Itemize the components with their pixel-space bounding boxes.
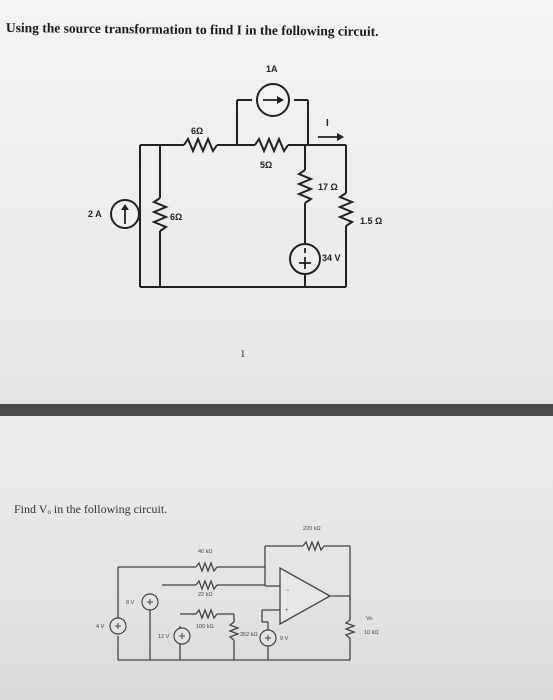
label-2a: 2 A — [88, 209, 102, 219]
label-100k: 100 kΩ — [196, 624, 214, 630]
label-220k: 220 kΩ — [303, 526, 321, 532]
problem2-heading: Find Vₒ in the following circuit. — [14, 502, 168, 516]
page-divider — [0, 404, 553, 416]
label-9v: 9 V — [280, 636, 289, 642]
svg-text:−: − — [286, 588, 290, 594]
label-1-5ohm: 1.5 Ω — [360, 216, 383, 226]
label-352k: 352 kΩ — [240, 632, 258, 638]
current-direction-arrow-icon — [337, 133, 344, 141]
label-vo: Vo — [366, 616, 373, 622]
page-number: 1 — [240, 348, 246, 360]
svg-text:+: + — [285, 608, 289, 614]
label-12v: 12 V — [158, 634, 170, 640]
label-6ohm-top: 6Ω — [191, 126, 204, 136]
label-17ohm: 17 Ω — [318, 182, 338, 192]
label-8v: 8 V — [126, 600, 135, 606]
label-40k: 40 kΩ — [198, 549, 213, 555]
page-bottom — [0, 416, 553, 700]
label-i: I — [326, 118, 329, 129]
label-6ohm-left: 6Ω — [170, 212, 183, 222]
label-1a: 1A — [266, 64, 278, 74]
label-4v: 4 V — [96, 624, 105, 630]
label-34v: 34 V — [322, 253, 341, 263]
label-10k: 10 kΩ — [364, 630, 379, 636]
label-5ohm: 5Ω — [260, 160, 273, 170]
page-top — [0, 0, 553, 410]
label-22k: 22 kΩ — [198, 592, 213, 598]
